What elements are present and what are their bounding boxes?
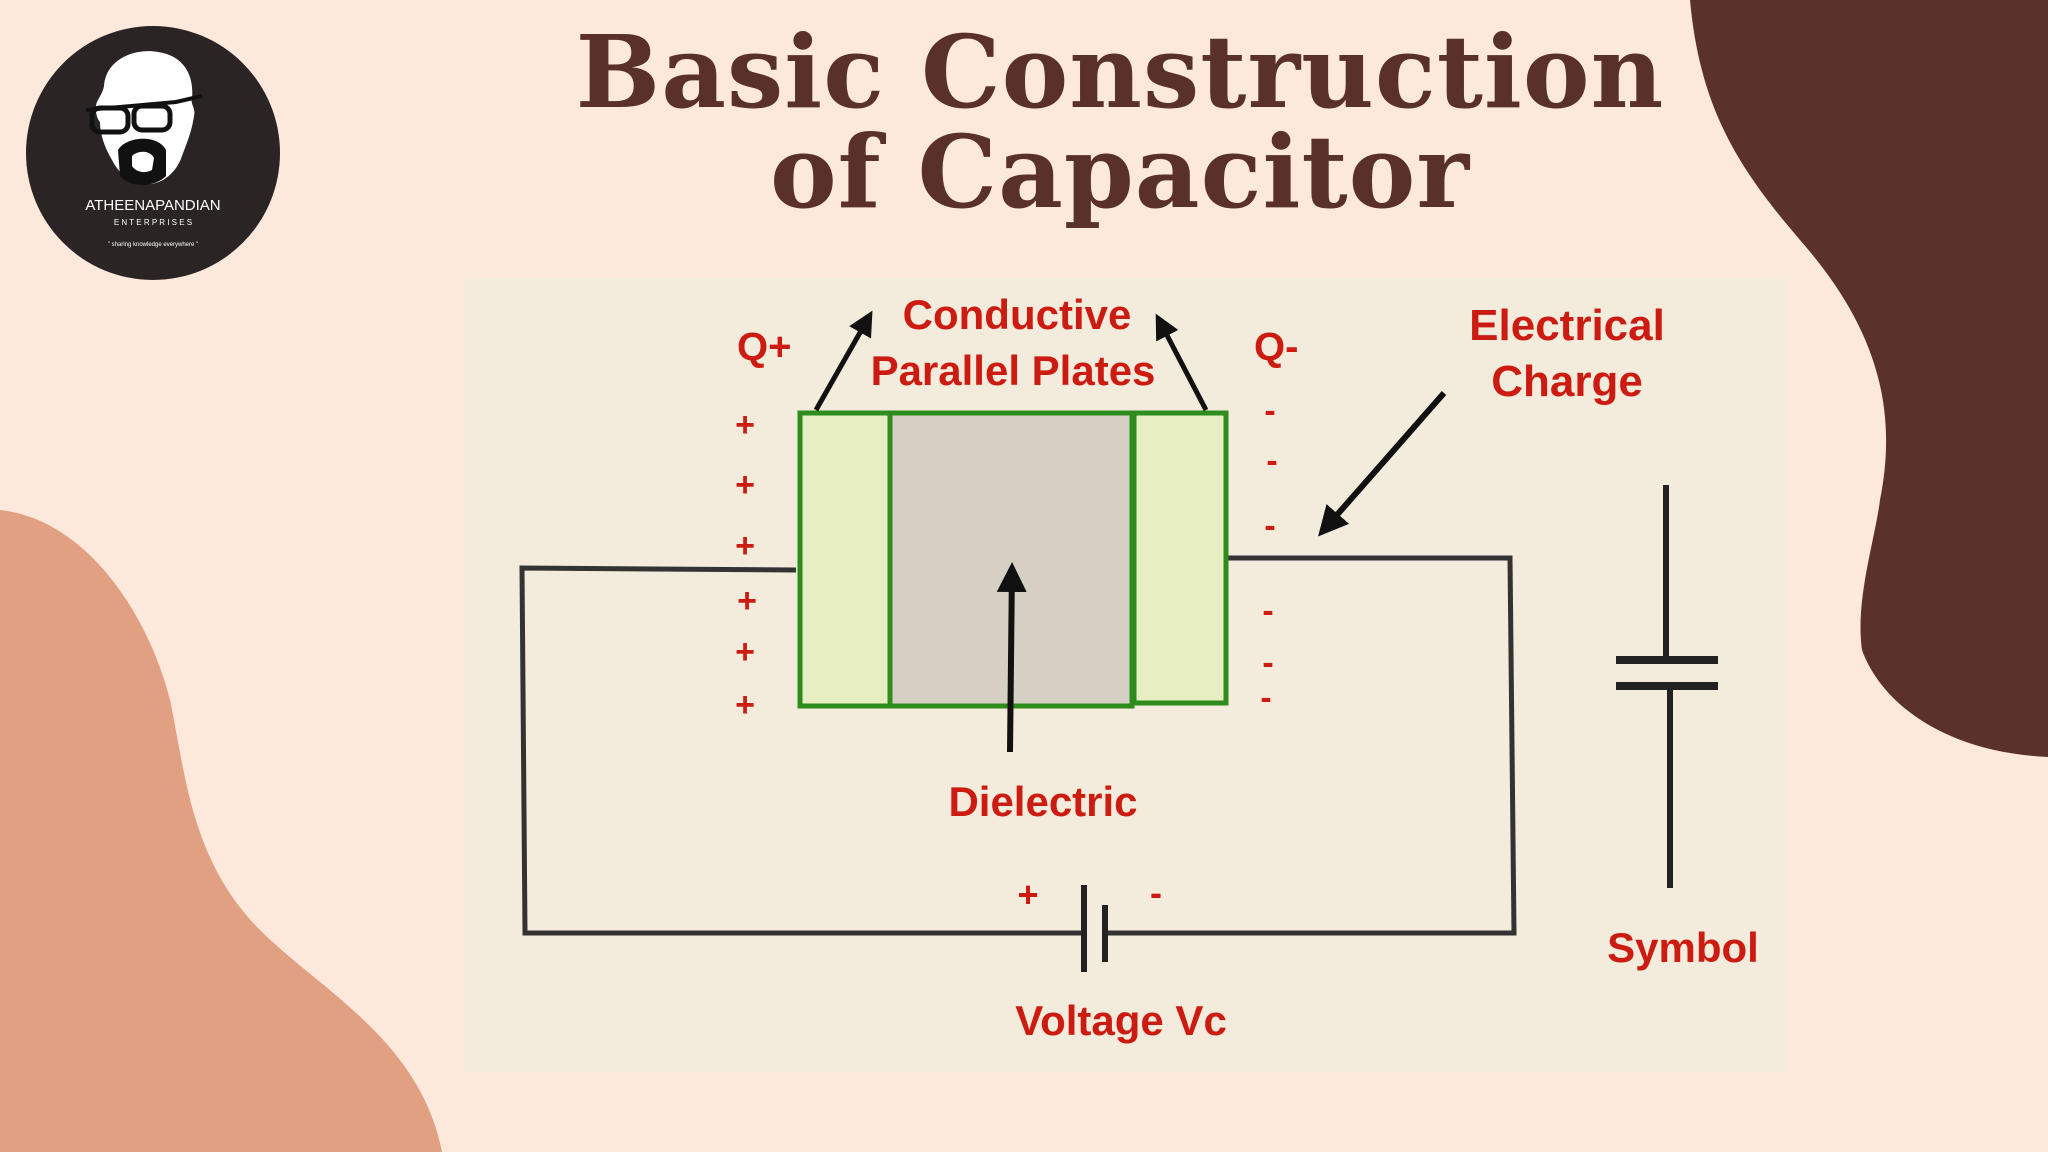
plus-charge: + bbox=[735, 406, 755, 444]
minus-charge: - bbox=[1264, 392, 1275, 430]
minus-charge: - bbox=[1266, 442, 1277, 480]
battery-symbol bbox=[1081, 885, 1108, 972]
bald-bearded-man-with-glasses-icon bbox=[85, 51, 203, 185]
negative-plate bbox=[1131, 410, 1229, 706]
dielectric-arrow bbox=[996, 562, 1027, 753]
title-line-1: Basic Construction bbox=[575, 13, 1665, 131]
battery-minus-label: - bbox=[1150, 872, 1162, 913]
plus-charge: + bbox=[735, 466, 755, 504]
dark-brown-blob bbox=[1690, 0, 2048, 757]
negative-charges: - - - - - - bbox=[1260, 392, 1277, 717]
circuit-wire bbox=[519, 555, 1517, 936]
plus-charge: + bbox=[735, 686, 755, 724]
salmon-blob bbox=[0, 510, 442, 1152]
plus-charge: + bbox=[737, 582, 757, 620]
voltage-label: Voltage Vc bbox=[1015, 997, 1227, 1044]
charge-label-line-1: Electrical bbox=[1469, 301, 1665, 350]
page-title: Basic Construction of Capacitor bbox=[520, 22, 1720, 222]
company-logo: ATHEENAPANDIAN E N T E R P R I S E S " s… bbox=[26, 26, 280, 280]
title-line-2: of Capacitor bbox=[769, 113, 1471, 231]
capacitor-diagram: Q+ Q- Conductive Parallel Plates Electri… bbox=[465, 278, 1787, 1072]
q-plus-label: Q+ bbox=[737, 325, 791, 369]
minus-charge: - bbox=[1262, 592, 1273, 630]
positive-charges: + + + + + + bbox=[735, 406, 757, 724]
plates-label-line-2: Parallel Plates bbox=[871, 347, 1156, 394]
battery-plus-label: + bbox=[1017, 874, 1038, 915]
plates-label-line-1: Conductive bbox=[903, 291, 1132, 338]
dielectric-label: Dielectric bbox=[948, 778, 1137, 825]
minus-charge: - bbox=[1260, 679, 1271, 717]
positive-plate bbox=[797, 410, 893, 709]
plate-arrow-left bbox=[813, 310, 873, 412]
plus-charge: + bbox=[735, 527, 755, 565]
logo-tagline: " sharing knowledge everywhere " bbox=[108, 242, 198, 248]
symbol-label: Symbol bbox=[1607, 924, 1759, 971]
plus-charge: + bbox=[735, 633, 755, 671]
charge-arrow bbox=[1318, 391, 1447, 537]
q-minus-label: Q- bbox=[1254, 325, 1298, 369]
minus-charge: - bbox=[1262, 644, 1273, 682]
minus-charge: - bbox=[1264, 507, 1275, 545]
logo-subtitle: E N T E R P R I S E S bbox=[114, 218, 192, 227]
capacitor-symbol bbox=[1616, 485, 1718, 888]
logo-name: ATHEENAPANDIAN bbox=[85, 197, 220, 214]
plate-arrow-right bbox=[1155, 313, 1209, 412]
charge-label-line-2: Charge bbox=[1491, 357, 1643, 406]
